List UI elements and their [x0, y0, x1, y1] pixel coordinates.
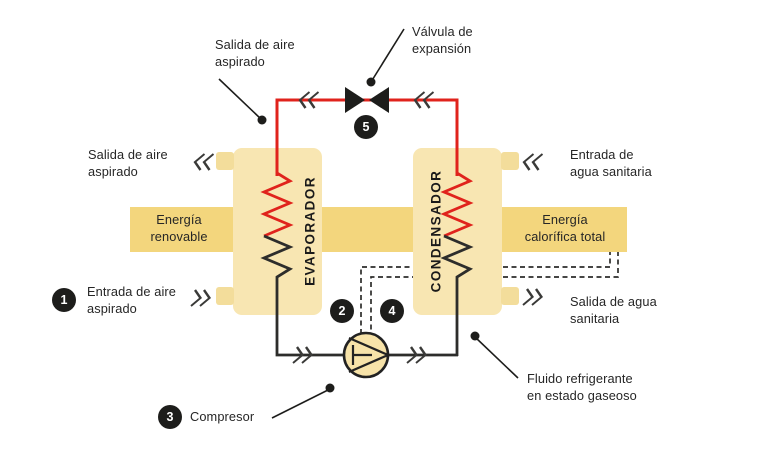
callout-pointers — [218, 28, 519, 419]
label-salida-aire-left: Salida de aire aspirado — [88, 147, 168, 179]
step-badge-2: 2 — [330, 299, 354, 323]
evaporator-coil-cold — [260, 234, 458, 357]
label-fluido-refrigerante: Fluido refrigerante en estado gaseoso — [527, 371, 637, 403]
label-evaporador: EVAPORADOR — [302, 176, 318, 286]
callout-dots — [257, 77, 480, 393]
energy-flow-band — [130, 207, 627, 252]
air-inlet-port — [216, 287, 234, 305]
step-badge-3: 3 — [158, 405, 182, 429]
water-inlet-port — [501, 152, 519, 170]
label-energia-renovable: Energía renovable — [150, 212, 208, 244]
water-outlet-port — [501, 287, 519, 305]
label-condensador: CONDENSADOR — [428, 169, 444, 293]
step-badge-1: 1 — [52, 288, 76, 312]
evaporator-coil-hot — [260, 171, 294, 238]
condenser-coil-cold — [440, 234, 474, 356]
label-entrada-agua: Entrada de agua sanitaria — [570, 147, 652, 179]
pointer-dot-compresor — [325, 383, 335, 393]
compressor-energy-dashed-path — [360, 252, 619, 338]
air-outlet-port — [216, 152, 234, 170]
step-badge-4: 4 — [380, 299, 404, 323]
step-badge-5: 5 — [354, 115, 378, 139]
condenser-coil-hot — [440, 171, 474, 238]
pointer-dot-fluido — [470, 331, 480, 341]
compressor-icon — [342, 331, 391, 379]
label-salida-agua: Salida de agua sanitaria — [570, 294, 657, 326]
pointer-salida-aire-top — [218, 78, 263, 121]
flow-chevron-air-in — [189, 288, 213, 308]
label-compresor: Compresor — [190, 409, 255, 424]
expansion-valve-icon — [345, 87, 389, 113]
pointer-fluido — [474, 336, 519, 379]
label-energia-calorifica-total: Energía calorífica total — [524, 212, 606, 244]
pointer-dot-valvula — [366, 77, 376, 87]
pointer-dot-salida-aire-top — [257, 115, 267, 125]
label-entrada-aire: Entrada de aire aspirado — [87, 284, 177, 316]
flow-chevron-air-out — [191, 152, 215, 172]
refrigerant-pipe-hot — [275, 98, 459, 176]
label-salida-aire-top: Salida de aire aspirado — [215, 37, 295, 69]
flow-chevron-water-in — [520, 152, 544, 172]
label-valvula-expansion: Válvula de expansión — [412, 24, 473, 56]
flow-chevron-water-out — [521, 287, 545, 307]
pointer-compresor — [271, 388, 331, 419]
pointer-valvula — [370, 28, 405, 83]
